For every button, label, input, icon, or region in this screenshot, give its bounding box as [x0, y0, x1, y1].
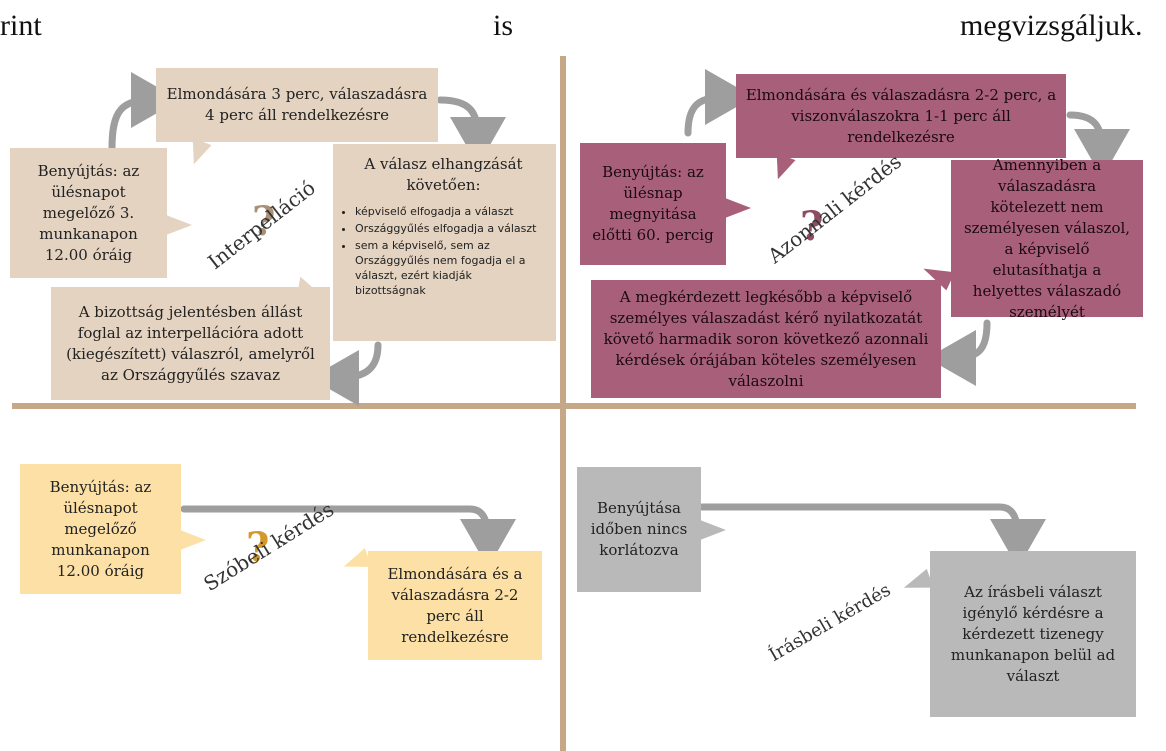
horizontal-divider [12, 403, 1136, 409]
top-text-left: rint [0, 9, 42, 42]
interp-question-icon: ? [252, 198, 276, 245]
list-item: képviselő elfogadja a választ [355, 204, 546, 219]
interp-speech-box: Elmondására 3 perc, válaszadásra 4 perc … [156, 68, 438, 142]
iras-submit-box: Benyújtása időben nincs korlátozva [577, 467, 701, 592]
azon-personal-box: A megkérdezett legkésőbb a képviselő sze… [591, 280, 941, 398]
list-item: Országgyűlés elfogadja a választ [355, 221, 546, 236]
azon-submit-tail [725, 198, 751, 218]
azon-speech-box: Elmondására és válaszadásra 2-2 perc, a … [736, 74, 1066, 158]
top-text-right: megvizsgáljuk. [960, 9, 1143, 42]
szob-submit-tail [180, 530, 206, 550]
interp-after-heading: A válasz elhangzását követően: [364, 155, 523, 194]
interp-submit-tail [166, 215, 192, 235]
arrow-azon-reject-to-personal [927, 319, 991, 386]
top-text-middle: is [493, 9, 514, 42]
szob-submit-box: Benyújtás: az ülésnapot megelőző munkana… [20, 464, 181, 594]
iras-submit-tail [700, 520, 726, 540]
arrow-azon-submit-to-speech [684, 69, 754, 137]
arrow-interp-after-to-committee [310, 341, 382, 406]
arrow-iras-submit-to-answer [698, 503, 1046, 568]
azon-question-icon: ? [800, 203, 824, 250]
szob-question-icon: ? [246, 524, 270, 571]
list-item: sem a képviselő, sem az Országgyűlés nem… [355, 238, 546, 298]
iras-answer-box: Az írásbeli választ igénylő kérdésre a k… [930, 551, 1136, 717]
azon-submit-box: Benyújtás: az ülésnap megnyitása előtti … [580, 143, 726, 265]
interp-after-list: képviselő elfogadja a választ Országgyűl… [341, 204, 546, 298]
interp-after-box: A válasz elhangzását követően: képviselő… [333, 144, 556, 341]
interp-committee-box: A bizottság jelentésben állást foglal az… [51, 287, 330, 400]
interp-submit-box: Benyújtás: az ülésnapot megelőző 3. munk… [10, 148, 167, 278]
azon-reject-box: Amennyiben a válaszadásra kötelezett nem… [951, 156, 1143, 321]
szob-speech-box: Elmondására és a válaszadásra 2-2 perc á… [368, 551, 542, 660]
arrow-szob-submit-to-speech [180, 505, 516, 568]
arrow-interp-submit-to-speech [108, 72, 180, 152]
arrow-interp-speech-to-after [436, 96, 506, 166]
arrow-azon-speech-to-reject [1066, 111, 1130, 178]
